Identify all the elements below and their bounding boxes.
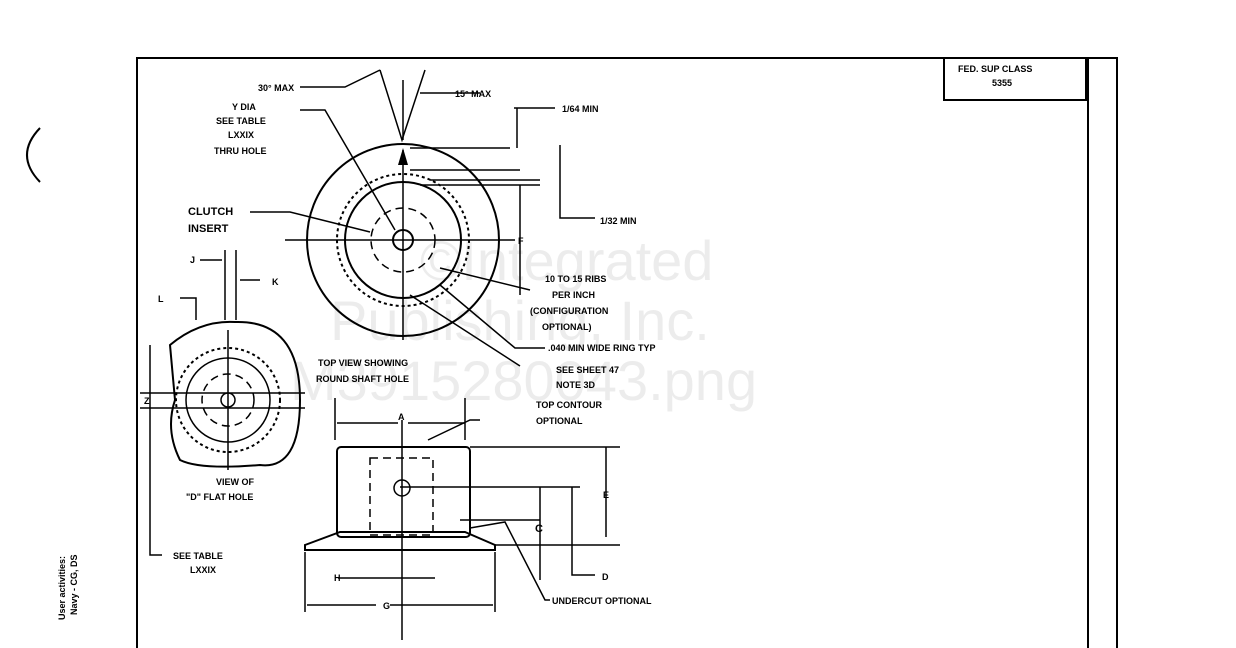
fed-sup-class-label: FED. SUP CLASS bbox=[958, 64, 1032, 74]
clutch-insert-label: INSERT bbox=[188, 223, 229, 235]
ribs-note-line: OPTIONAL) bbox=[542, 322, 592, 332]
side-view: A E C D H G TOP CONTOUR OPTIONAL UNDERCU… bbox=[304, 398, 652, 640]
angle-30-max-label: 30° MAX bbox=[258, 83, 294, 93]
top-contour-note: TOP CONTOUR bbox=[536, 400, 603, 410]
angle-15-max-label: 15° MAX bbox=[455, 89, 491, 99]
sheet-note-line: NOTE 3D bbox=[556, 380, 596, 390]
watermark-line-3: M3915280043.png bbox=[290, 349, 757, 412]
min-1-32-label: 1/32 MIN bbox=[600, 216, 637, 226]
ribs-note-line: 10 TO 15 RIBS bbox=[545, 274, 606, 284]
d-flat-view: J K L Z VIEW OF "D" FLAT HOLE SEE TABLE … bbox=[140, 250, 305, 575]
d-view-caption: "D" FLAT HOLE bbox=[186, 492, 253, 502]
ribs-note-line: PER INCH bbox=[552, 290, 595, 300]
dim-l-label: L bbox=[158, 294, 164, 304]
dim-c-label: C bbox=[535, 523, 543, 535]
min-1-64-label: 1/64 MIN bbox=[562, 104, 599, 114]
drawing-border bbox=[136, 57, 1118, 648]
hole-note-line: SEE TABLE bbox=[216, 116, 266, 126]
title-block: FED. SUP CLASS 5355 bbox=[943, 57, 1087, 101]
top-view-caption: ROUND SHAFT HOLE bbox=[316, 374, 409, 384]
user-activities-value: Navy - CG, DS bbox=[69, 554, 79, 615]
top-contour-note: OPTIONAL bbox=[536, 416, 583, 426]
dim-a-label: A bbox=[398, 412, 405, 422]
clutch-insert-label: CLUTCH bbox=[188, 206, 233, 218]
dim-d-label: D bbox=[602, 572, 609, 582]
margin-note: User activities: Navy - CG, DS bbox=[57, 554, 79, 620]
d-view-caption: VIEW OF bbox=[216, 477, 255, 487]
undercut-note: UNDERCUT OPTIONAL bbox=[552, 596, 652, 606]
dim-z-label: Z bbox=[144, 396, 150, 406]
hole-note-line: Y DIA bbox=[232, 102, 256, 112]
dim-f-label: F bbox=[518, 236, 524, 246]
hole-note-line: LXXIX bbox=[228, 130, 254, 140]
hole-note-line: THRU HOLE bbox=[214, 146, 267, 156]
watermark: ©Integrated Publishing, Inc. M3915280043… bbox=[290, 229, 757, 412]
dim-j-label: J bbox=[190, 255, 195, 265]
top-view-caption: TOP VIEW SHOWING bbox=[318, 358, 408, 368]
watermark-line-2: Publishing, Inc. bbox=[330, 289, 710, 352]
dim-h-label: H bbox=[334, 573, 341, 583]
table-note-line: LXXIX bbox=[190, 565, 216, 575]
ring-note: .040 MIN WIDE RING TYP bbox=[548, 343, 656, 353]
user-activities-label: User activities: bbox=[57, 556, 67, 620]
ribs-note-line: (CONFIGURATION bbox=[530, 306, 608, 316]
binding-mark bbox=[26, 127, 41, 183]
dim-e-label: E bbox=[603, 490, 609, 500]
dim-g-label: G bbox=[383, 601, 390, 611]
top-view: 30° MAX 15° MAX Y DIA SEE TABLE LXXIX TH… bbox=[188, 69, 656, 390]
table-note-line: SEE TABLE bbox=[173, 551, 223, 561]
fed-sup-class-number: 5355 bbox=[992, 78, 1012, 88]
dim-k-label: K bbox=[272, 277, 279, 287]
sheet-note-line: SEE SHEET 47 bbox=[556, 365, 619, 375]
